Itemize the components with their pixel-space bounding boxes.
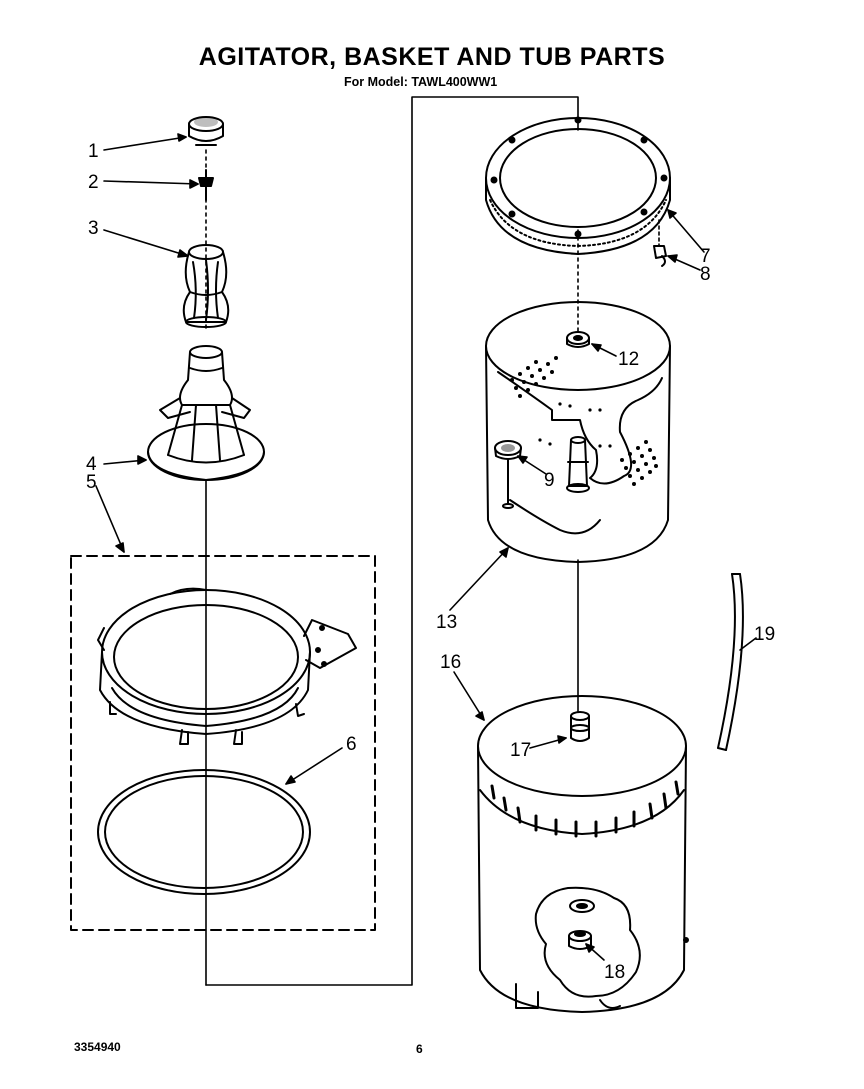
model-subtitle: For Model: TAWL400WW1 — [344, 75, 498, 89]
basket-nut-part — [566, 331, 590, 348]
wash-basket-part — [485, 301, 671, 563]
agitator-cap-part — [188, 116, 224, 146]
callout-19: 19 — [754, 624, 775, 645]
agitator-auger-part — [182, 244, 230, 328]
callout-16: 16 — [440, 652, 461, 673]
callout-9: 9 — [544, 470, 555, 491]
callout-7: 7 — [700, 246, 711, 267]
callout-17: 17 — [510, 740, 531, 761]
callout-leader-lines — [95, 133, 757, 961]
assembly-center-lines — [205, 96, 660, 986]
callout-4: 4 — [86, 454, 97, 475]
callout-2: 2 — [88, 172, 99, 193]
balance-ring-part — [97, 587, 357, 745]
outer-tub-part — [477, 695, 689, 1013]
overflow-hose-part — [717, 573, 744, 751]
callout-1: 1 — [88, 141, 99, 162]
callout-8: 8 — [700, 264, 711, 285]
callout-18: 18 — [604, 962, 625, 983]
basket-assembly-group-box — [70, 555, 376, 931]
basket-perforation-dots — [510, 356, 658, 486]
callout-13: 13 — [436, 612, 457, 633]
callout-12: 12 — [618, 349, 639, 370]
tub-ring-part — [485, 116, 671, 255]
callout-numbers: 1 2 3 4 5 6 7 8 9 12 13 16 17 18 19 — [86, 141, 775, 983]
tub-vent-slots — [490, 780, 680, 838]
callout-5: 5 — [86, 472, 97, 493]
seal-ring-part — [97, 769, 311, 895]
diagram-title: AGITATOR, BASKET AND TUB PARTS — [198, 43, 666, 71]
document-number: 3354940 — [74, 1040, 121, 1054]
page-number: 6 — [416, 1042, 423, 1056]
callout-6: 6 — [346, 734, 357, 755]
tub-bearing-part — [570, 711, 590, 742]
tub-ring-clip-part — [653, 245, 667, 267]
basket-hub-part — [494, 440, 522, 460]
callout-3: 3 — [88, 218, 99, 239]
agitator-bolt-part — [198, 169, 214, 201]
agitator-base-part — [147, 345, 265, 481]
